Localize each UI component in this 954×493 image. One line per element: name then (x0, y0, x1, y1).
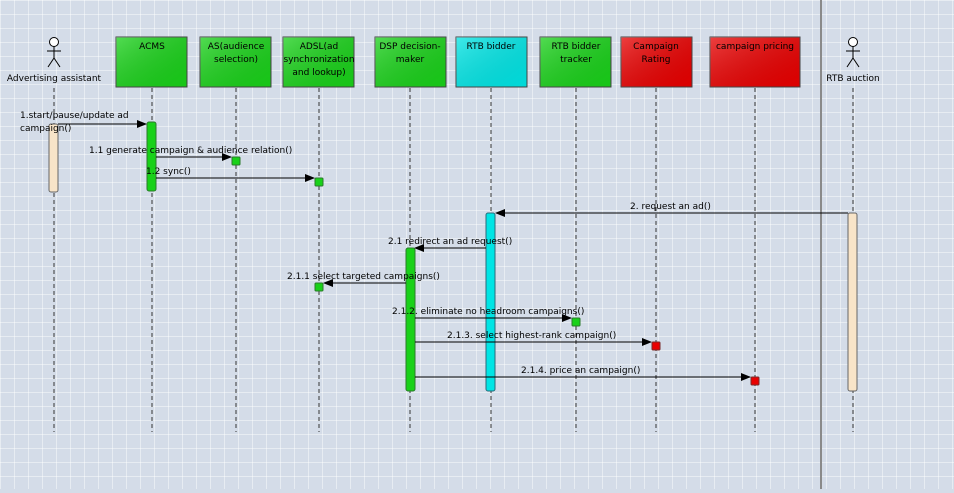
message-label: 2.1.4. price an campaign() (521, 366, 640, 376)
object-label-line: Rating (641, 55, 670, 65)
stick-figure-icon (47, 37, 61, 68)
activation-advertising-assistant[interactable] (48, 123, 59, 193)
object-label-line: AS(audience (208, 42, 265, 52)
message-2-1[interactable]: 2.1 redirect an ad request() (388, 237, 512, 252)
stick-figure-icon (846, 37, 860, 68)
object-rtb-bidder[interactable]: RTB bidder (455, 36, 528, 88)
message-2-1-4[interactable]: 2.1.4. price an campaign() (415, 366, 751, 381)
message-label: 1.2 sync() (146, 167, 191, 177)
message-label: campaign() (20, 124, 71, 134)
message-1-1[interactable]: 1.1 generate campaign & audience relatio… (89, 146, 292, 161)
message-label: 2.1 redirect an ad request() (388, 237, 512, 247)
object-as[interactable]: AS(audience selection) (199, 36, 272, 88)
object-label-line: ADSL(ad (300, 42, 339, 52)
object-label-line: campaign pricing (716, 42, 794, 52)
object-label-line: Campaign (633, 42, 679, 52)
activation-rtb-auction[interactable] (847, 212, 858, 392)
actor-label: RTB auction (826, 74, 880, 84)
message-label: 2.1.1 select targeted campaigns() (287, 272, 440, 282)
actor-advertising-assistant[interactable]: Advertising assistant (7, 37, 102, 85)
object-label-line: RTB bidder (551, 42, 600, 52)
object-label-line: RTB bidder (466, 42, 515, 52)
object-label-line: and lookup) (292, 68, 345, 78)
activations (48, 121, 858, 392)
activation-rtb-bidder[interactable] (485, 212, 496, 392)
object-label-line: maker (396, 55, 425, 65)
actor-rtb-auction[interactable]: RTB auction (826, 37, 880, 85)
lifelines (53, 88, 854, 432)
message-label: 2. request an ad() (630, 202, 711, 212)
message-label: 1.1 generate campaign & audience relatio… (89, 146, 292, 156)
message-label: 1.start/pause/update ad (20, 111, 129, 121)
object-rtb-bidder-tracker[interactable]: RTB bidder tracker (539, 36, 612, 88)
actor-label: Advertising assistant (7, 74, 102, 84)
activation-adsl-2[interactable] (314, 282, 324, 292)
object-adsl[interactable]: ADSL(ad synchronization and lookup) (282, 36, 355, 88)
activation-rtb-tracker[interactable] (571, 317, 581, 327)
message-1[interactable]: 1.start/pause/update ad campaign() (20, 111, 147, 134)
message-2-1-1[interactable]: 2.1.1 select targeted campaigns() (287, 272, 440, 287)
object-campaign-rating[interactable]: Campaign Rating (620, 36, 693, 88)
object-campaign-pricing[interactable]: campaign pricing (709, 36, 801, 88)
message-2[interactable]: 2. request an ad() (495, 202, 848, 217)
message-2-1-3[interactable]: 2.1.3. select highest-rank campaign() (415, 331, 652, 346)
object-label-line: ACMS (139, 42, 165, 52)
activation-campaign-pricing[interactable] (750, 376, 760, 386)
activation-acms[interactable] (146, 121, 157, 192)
message-label: 2.1.3. select highest-rank campaign() (447, 331, 616, 341)
object-label-line: selection) (214, 55, 258, 65)
object-label-line: DSP decision- (379, 42, 440, 52)
activation-dsp[interactable] (405, 247, 416, 392)
message-2-1-2[interactable]: 2.1.2. eliminate no headroom campaigns() (392, 307, 584, 322)
object-label-line: tracker (560, 55, 592, 65)
message-label: 2.1.2. eliminate no headroom campaigns() (392, 307, 584, 317)
object-dsp-decision-maker[interactable]: DSP decision- maker (374, 36, 447, 88)
object-label-line: synchronization (283, 55, 354, 65)
activation-adsl-1[interactable] (314, 177, 324, 187)
message-1-2[interactable]: 1.2 sync() (146, 167, 315, 182)
activation-campaign-rating[interactable] (651, 341, 661, 351)
object-acms[interactable]: ACMS (115, 36, 188, 88)
activation-as[interactable] (231, 156, 241, 166)
